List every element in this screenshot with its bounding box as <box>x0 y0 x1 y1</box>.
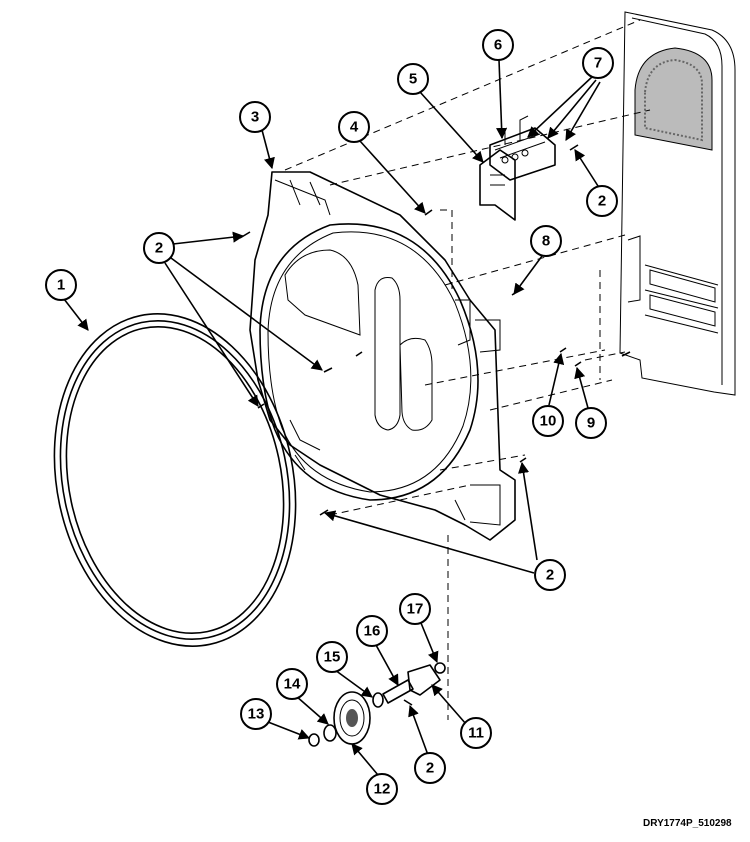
callout-2-lower-right: 2 <box>534 559 566 591</box>
callout-label: 6 <box>494 37 502 54</box>
leader-lines <box>63 59 601 776</box>
callout-15: 15 <box>316 641 348 673</box>
callout-label: 1 <box>57 277 65 294</box>
door-gasket <box>53 313 297 647</box>
callout-label: 2 <box>426 760 434 777</box>
callout-12: 12 <box>366 773 398 805</box>
callout-label: 9 <box>587 415 595 432</box>
callout-label: 12 <box>374 781 391 798</box>
bracket-and-terminal-block <box>479 115 556 221</box>
callout-9: 9 <box>575 407 607 439</box>
callout-16: 16 <box>356 615 388 647</box>
callout-2-bottom: 2 <box>414 752 446 784</box>
callout-2-upper-right: 2 <box>586 185 618 217</box>
callout-2-left: 2 <box>143 232 175 264</box>
callout-1: 1 <box>45 269 77 301</box>
callout-label: 4 <box>350 119 359 136</box>
callout-13: 13 <box>240 698 272 730</box>
callout-7: 7 <box>582 47 614 79</box>
drawing-reference: DRY1774P_510298 <box>643 818 732 829</box>
callout-4: 4 <box>338 111 370 143</box>
callout-5: 5 <box>397 63 429 95</box>
callout-label: 15 <box>324 649 341 666</box>
callout-label: 11 <box>468 725 484 742</box>
callout-17: 17 <box>399 593 431 625</box>
callout-14: 14 <box>276 668 308 700</box>
callout-3: 3 <box>239 101 271 133</box>
callout-label: 7 <box>594 55 602 72</box>
cabinet-rear-panel <box>619 11 736 396</box>
callout-label: 3 <box>251 109 259 126</box>
callout-label: 2 <box>598 193 606 210</box>
callout-label: 13 <box>248 706 265 723</box>
callout-label: 2 <box>155 240 163 257</box>
callout-label: 16 <box>364 623 381 640</box>
callout-label: 14 <box>284 676 301 693</box>
callout-label: 17 <box>407 601 424 618</box>
callout-8: 8 <box>530 225 562 257</box>
callout-label: 8 <box>542 233 550 250</box>
front-bulkhead <box>249 171 516 541</box>
callout-label: 5 <box>409 71 417 88</box>
callout-label: 10 <box>540 413 557 430</box>
idler-wheel-assembly <box>308 662 446 747</box>
callout-label: 2 <box>546 567 554 584</box>
callout-6: 6 <box>482 29 514 61</box>
callout-10: 10 <box>532 405 564 437</box>
callout-11: 11 <box>460 717 492 749</box>
